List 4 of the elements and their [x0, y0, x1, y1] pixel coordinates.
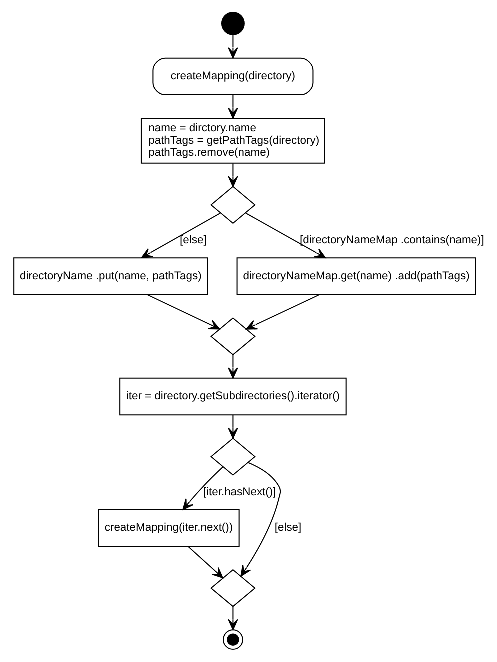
edge-label: [directoryNameMap .contains(name)] — [300, 234, 484, 247]
edge-label: [else] — [180, 234, 207, 247]
edge-label: [else] — [274, 522, 302, 534]
edge-label: [iter.hasNext()] — [203, 486, 276, 498]
